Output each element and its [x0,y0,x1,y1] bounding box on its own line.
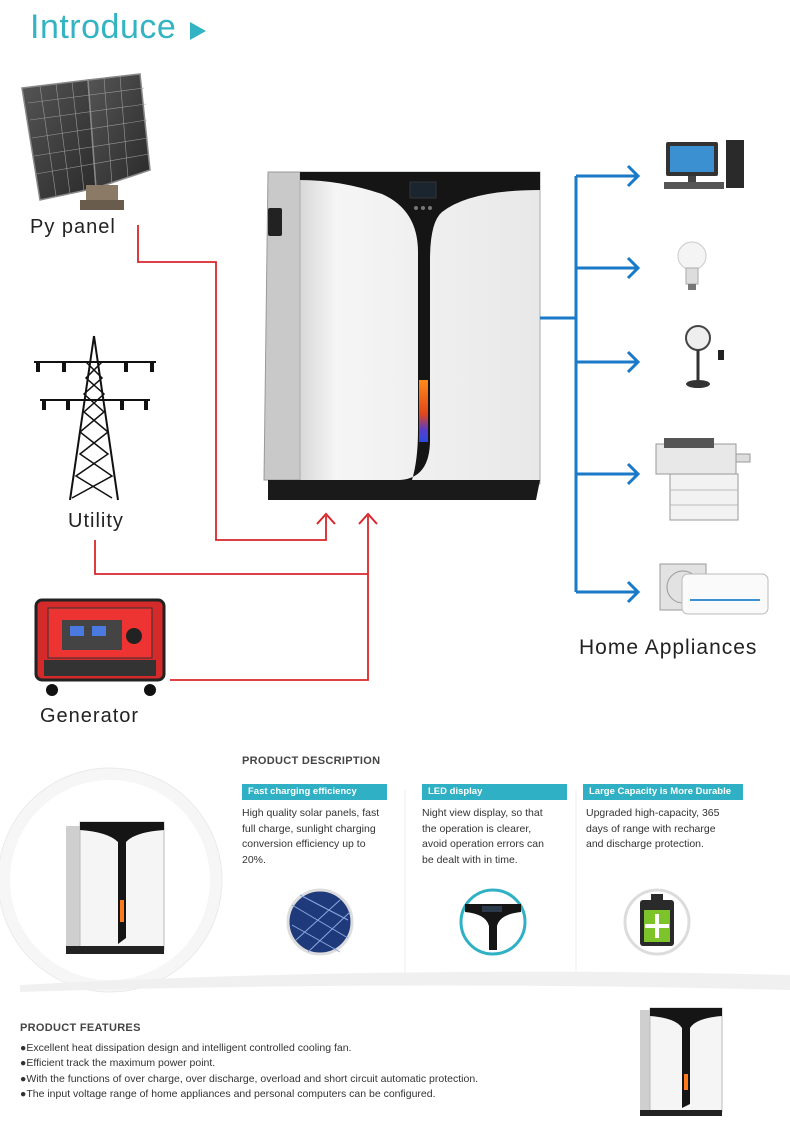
feature-tag-large-capacity: Large Capacity is More Durable [583,784,743,800]
input-lines [94,225,369,681]
text-line: and discharge protection. [586,838,704,850]
description-dividers [404,790,577,980]
feature-text-fast-charging: High quality solar panels, fast full cha… [242,806,392,868]
air-conditioner-icon [659,563,769,615]
text-line: be dealt with in time. [422,853,518,866]
fan-icon [685,325,724,388]
play-triangle-icon [190,22,206,40]
text-line: Upgraded high-capacity, 365 [586,807,720,819]
page-title: Introduce [30,8,177,46]
text-line: days of range with recharge [586,822,716,835]
text-line: full charge, sunlight charging [242,822,376,835]
features-title: PRODUCT FEATURES [20,1022,141,1034]
text-line: Night view display, so that [422,807,543,819]
battery-charge-icon [623,888,691,956]
text-line: 20%. [242,853,266,866]
generator-icon [34,598,166,696]
source-label-utility: Utility [68,510,124,532]
power-tower-icon [34,335,156,501]
feature-bullet: ●The input voltage range of home applian… [20,1088,436,1100]
feature-text-large-capacity: Upgraded high-capacity, 365 days of rang… [586,806,736,853]
source-label-pv: Py panel [30,216,116,238]
product-image-circle [0,767,223,993]
output-lines [540,174,636,594]
text-line: avoid operation errors can [422,838,544,850]
target-label-home-appliances: Home Appliances [579,636,758,659]
decorative-swoosh [20,971,790,992]
computer-icon [664,140,744,189]
led-display-icon [459,888,527,956]
product-image-small [640,1007,723,1116]
feature-bullet: ●With the functions of over charge, over… [20,1073,479,1085]
description-title: PRODUCT DESCRIPTION [242,755,381,767]
input-arrowheads [316,512,378,525]
text-line: conversion efficiency up to [242,838,366,850]
output-arrowheads [626,164,641,604]
battery-unit [263,171,541,500]
feature-bullet: ●Excellent heat dissipation design and i… [20,1042,352,1054]
source-label-generator: Generator [40,705,140,727]
solar-panel-icon [21,73,151,210]
solar-cell-icon [286,888,354,956]
feature-bullet: ●Efficient track the maximum power point… [20,1057,216,1069]
copier-icon [655,438,751,521]
bulb-icon [677,241,707,290]
text-line: the operation is clearer, [422,822,532,835]
feature-text-led-display: Night view display, so that the operatio… [422,806,572,868]
feature-tag-led-display: LED display [422,784,567,800]
text-line: High quality solar panels, fast [242,807,380,819]
feature-tag-fast-charging: Fast charging efficiency [242,784,387,800]
